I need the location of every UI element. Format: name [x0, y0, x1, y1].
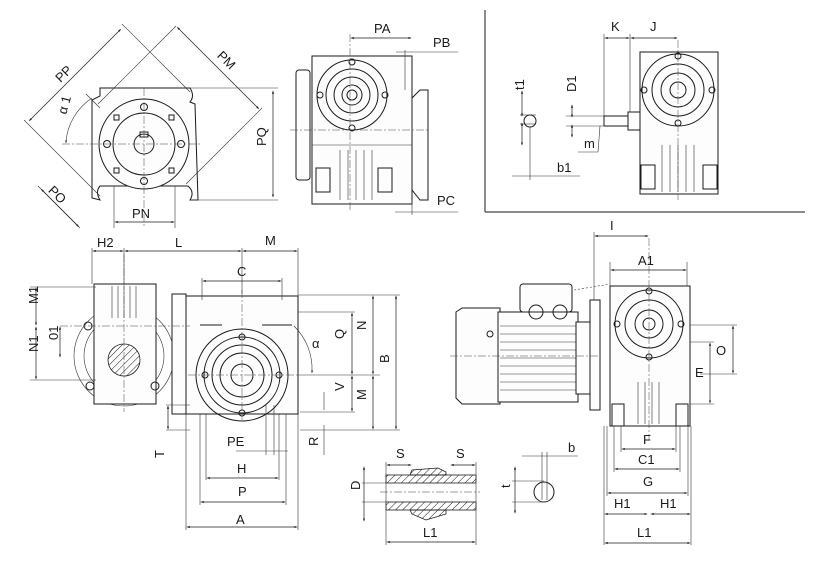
dim-line-PP — [28, 28, 122, 122]
dim-label-C: C — [237, 264, 246, 279]
ground-screw — [486, 330, 494, 338]
dim-label-b1: b1 — [557, 160, 571, 175]
dim-label-L: L — [175, 235, 182, 250]
input-flange-disk — [295, 69, 311, 181]
output-flange — [411, 89, 429, 201]
dim-label-t1: t1 — [512, 79, 527, 90]
angle-arc-alpha — [293, 325, 313, 374]
dim-label-N: N — [354, 321, 369, 330]
dim-label-M-top: M — [265, 233, 276, 248]
foot-mount-left — [315, 167, 331, 193]
dim-label-N1: N1 — [26, 335, 41, 352]
motor-assembly-view: I A1 O E F C1 G H1 H1 L1 — [450, 218, 737, 545]
dim-line-PM — [176, 26, 260, 110]
side-flange-view: PA PB PC — [290, 21, 458, 215]
foot-mount-right — [377, 167, 393, 193]
dim-label-PC: PC — [437, 193, 455, 208]
dim-label-t: t — [498, 484, 513, 488]
cooling-fins — [637, 382, 660, 424]
gearbox-housing-front — [639, 51, 719, 195]
dim-label-O: O — [716, 343, 726, 358]
dim-label-K: K — [611, 19, 620, 34]
hollow-shaft-section: S S D L1 — [348, 446, 480, 545]
dim-label-b: b — [568, 440, 575, 455]
dim-label-S-right: S — [456, 446, 465, 461]
dim-label-I: I — [610, 218, 614, 233]
dim-label-L1: L1 — [423, 525, 437, 540]
motor-mount-flange — [589, 299, 601, 411]
keyway-circle — [533, 481, 555, 503]
dim-label-R: R — [306, 437, 321, 446]
shaft-collar — [627, 111, 641, 131]
dim-label-V: V — [332, 382, 347, 391]
cooling-fins — [339, 150, 373, 200]
angle-label-alpha1: α 1 — [55, 94, 74, 116]
housing-bolts — [316, 58, 389, 132]
dim-label-S-left: S — [396, 446, 405, 461]
input-keyway-circle — [523, 114, 537, 128]
dim-label-PO: PO — [45, 183, 69, 207]
dim-label-M1: M1 — [26, 286, 41, 304]
dim-label-PE: PE — [227, 434, 245, 449]
dim-label-M-side: M — [354, 389, 369, 400]
shaft-wall-bottom — [385, 501, 477, 511]
dim-line-PO — [40, 188, 80, 228]
dim-label-J: J — [650, 19, 657, 34]
dim-label-H1-left: H1 — [614, 496, 631, 511]
motor-fins — [500, 325, 576, 391]
front-view: H2 L M C M1 01 N1 Q V N M B R — [26, 233, 400, 530]
dim-label-O1: 01 — [46, 326, 61, 340]
keyway-detail: t b — [498, 440, 578, 514]
dim-label-D: D — [348, 481, 363, 490]
cable-gland-right — [552, 304, 568, 320]
terminal-box — [519, 283, 573, 313]
flange-view: PP PM α 1 PQ PO PN — [23, 23, 278, 229]
gearbox-housing-front — [185, 295, 299, 415]
dim-label-F: F — [643, 432, 651, 447]
dim-label-A1: A1 — [638, 253, 654, 268]
cable-gland-left — [528, 304, 544, 320]
dim-label-E: E — [695, 365, 704, 380]
dim-label-Q: Q — [332, 329, 347, 339]
input-shaft-view: K J D1 m t1 b1 — [484, 10, 805, 213]
motor-body — [497, 311, 579, 403]
dim-label-H2: H2 — [97, 235, 114, 250]
dim-label-C1: C1 — [638, 452, 655, 467]
shaft-wall-top — [385, 474, 477, 484]
dim-label-T: T — [152, 450, 167, 458]
dim-label-P: P — [238, 484, 247, 499]
angle-arc-alpha1 — [65, 97, 93, 144]
dim-label-B: B — [377, 354, 392, 363]
dim-label-PN: PN — [132, 206, 150, 221]
gearbox-housing — [609, 285, 691, 427]
dim-label-G: G — [643, 474, 653, 489]
dim-label-D1: D1 — [564, 75, 579, 92]
dim-label-H: H — [237, 461, 246, 476]
dim-label-H1-right: H1 — [660, 496, 677, 511]
dim-label-m: m — [584, 136, 595, 151]
dim-label-PA: PA — [374, 21, 391, 36]
angle-label-alpha: α — [312, 336, 320, 351]
dim-label-PP: PP — [52, 62, 75, 85]
dim-label-L1-assembly: L1 — [637, 525, 651, 540]
dim-label-PB: PB — [433, 35, 450, 50]
dim-label-PQ: PQ — [254, 127, 269, 146]
dim-label-A: A — [236, 512, 245, 527]
dim-label-PM: PM — [214, 48, 238, 72]
